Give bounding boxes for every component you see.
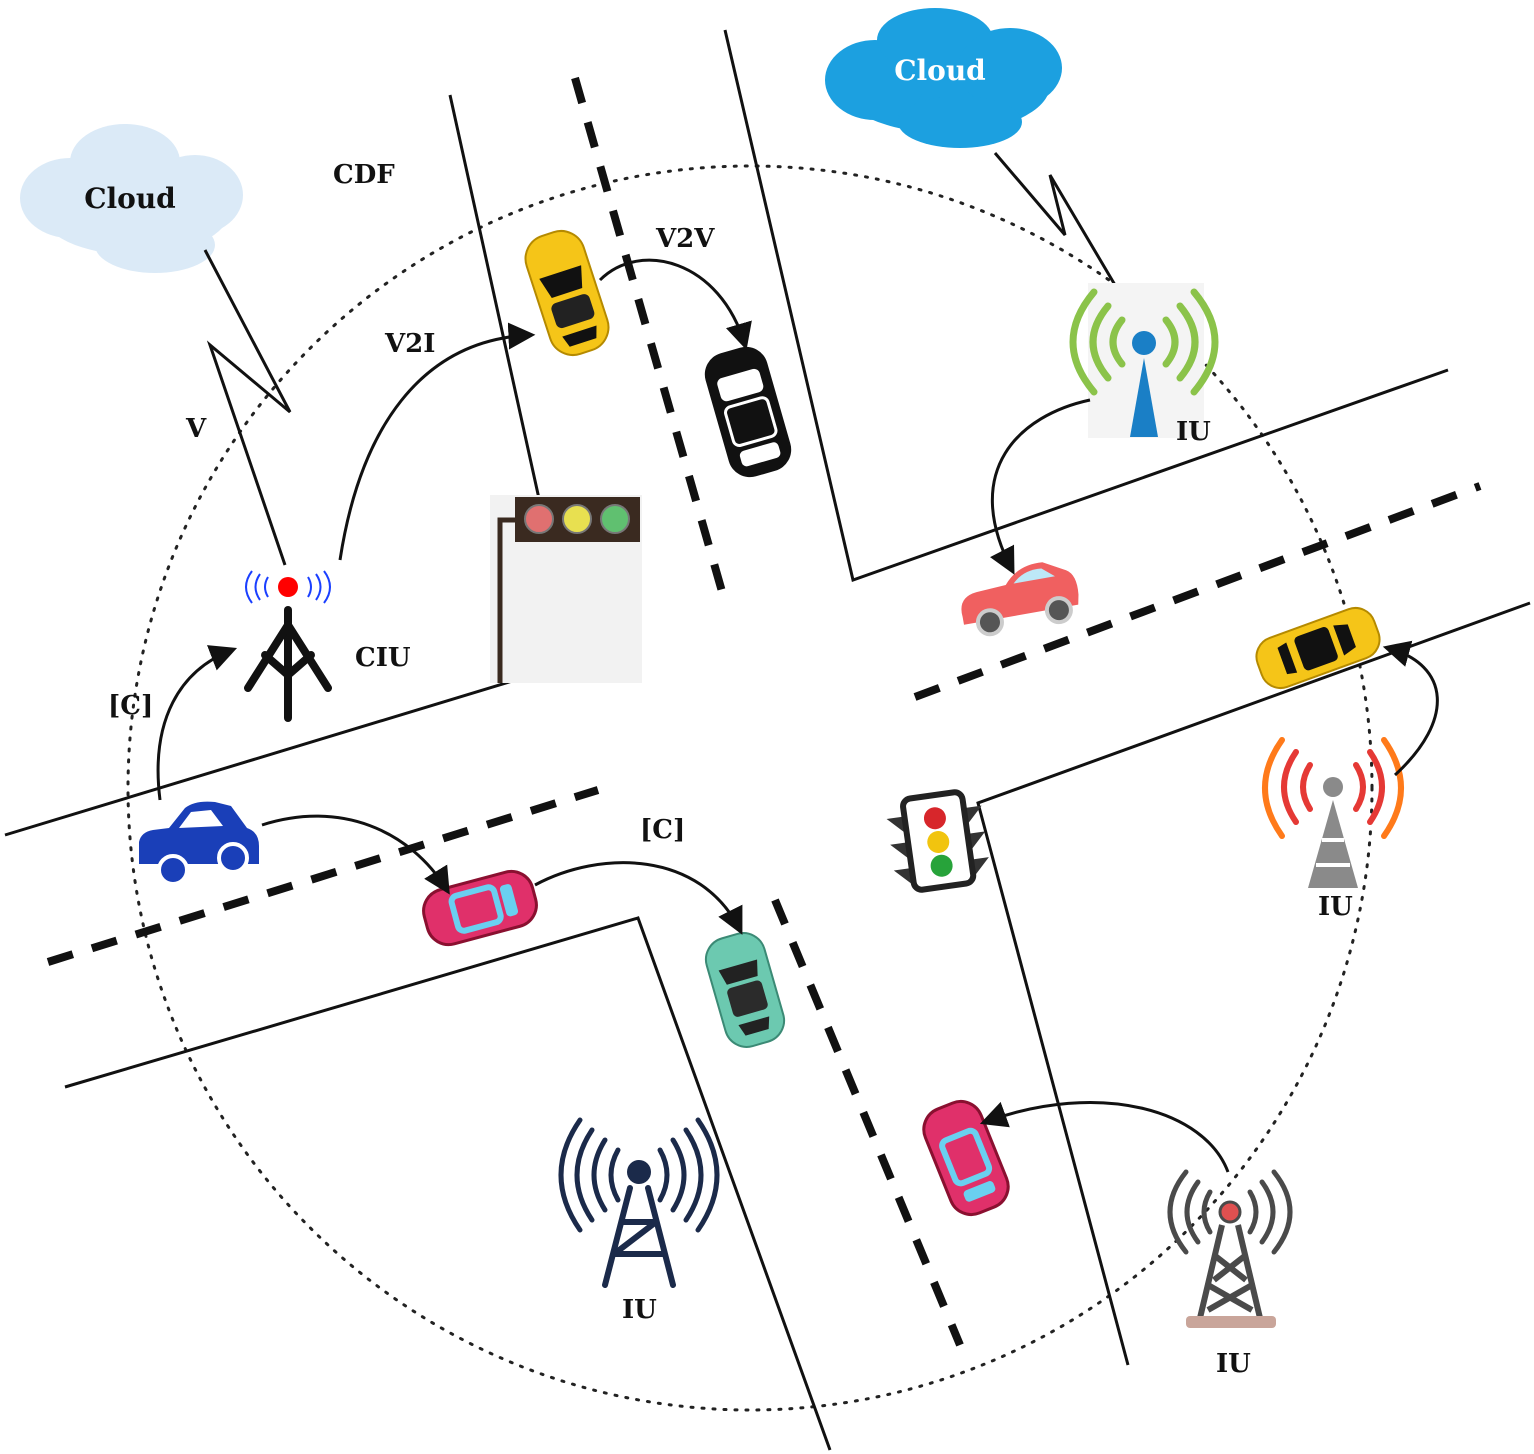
label-iu-right: IU: [1318, 892, 1353, 922]
label-iu-bottom-right: IU: [1216, 1349, 1251, 1379]
link-arrows: [156, 258, 1439, 1173]
tower-top-right-icon: [1069, 283, 1219, 438]
ciu-antenna-icon: [244, 570, 332, 722]
wireless-link-left: [203, 249, 292, 566]
label-v2v: V2V: [655, 224, 715, 254]
cloud-left-label: Cloud: [84, 182, 176, 215]
lane-dashes: [46, 76, 1482, 1347]
label-iu-top-right: IU: [1176, 417, 1211, 447]
label-v: V: [185, 414, 207, 444]
car-blue-icon: [139, 801, 259, 886]
label-cdf: CDF: [333, 160, 395, 190]
cloud-right-icon: [825, 8, 1062, 148]
tower-bottom-mid-icon: [558, 1117, 720, 1288]
traffic-light-panel-icon: [490, 495, 642, 683]
arrow-blue-car-to-pink-car: [261, 814, 450, 895]
car-pink-middle-icon: [422, 869, 538, 947]
arrow-tower-to-yellow-right-car: [1382, 640, 1439, 777]
car-pink-bottom-icon: [922, 1099, 1010, 1217]
cloud-right-label: Cloud: [894, 54, 986, 87]
wireless-link-right: [993, 152, 1117, 286]
tower-right-icon: [1262, 737, 1404, 888]
label-c-mid: [C]: [640, 815, 685, 845]
car-black-icon: [704, 346, 792, 478]
arrow-blue-car-to-ciu: [156, 645, 238, 801]
tower-bottom-right-icon: [1167, 1169, 1293, 1328]
car-teal-icon: [704, 932, 786, 1048]
label-ciu: CIU: [355, 643, 411, 673]
cloud-left-icon: [20, 124, 243, 273]
coverage-circle: [126, 164, 1374, 1412]
arrow-tower-to-pink-bottom-car: [979, 1101, 1230, 1173]
car-yellow-top-icon: [524, 230, 610, 356]
arrow-yellow-to-black-car: [598, 258, 752, 351]
traffic-light-icon: [886, 789, 989, 893]
car-yellow-right-icon: [1255, 606, 1381, 690]
label-v2i: V2I: [384, 329, 435, 359]
road-edges: [4, 29, 1531, 1451]
arrow-tower-to-red-car: [990, 398, 1091, 575]
arrow-ciu-to-yellow-car: [338, 322, 536, 561]
car-red-icon: [961, 562, 1079, 637]
arrow-pink-car-to-teal-car: [534, 861, 743, 935]
label-c-left: [C]: [108, 691, 153, 721]
label-iu-bottom-mid: IU: [622, 1295, 657, 1325]
